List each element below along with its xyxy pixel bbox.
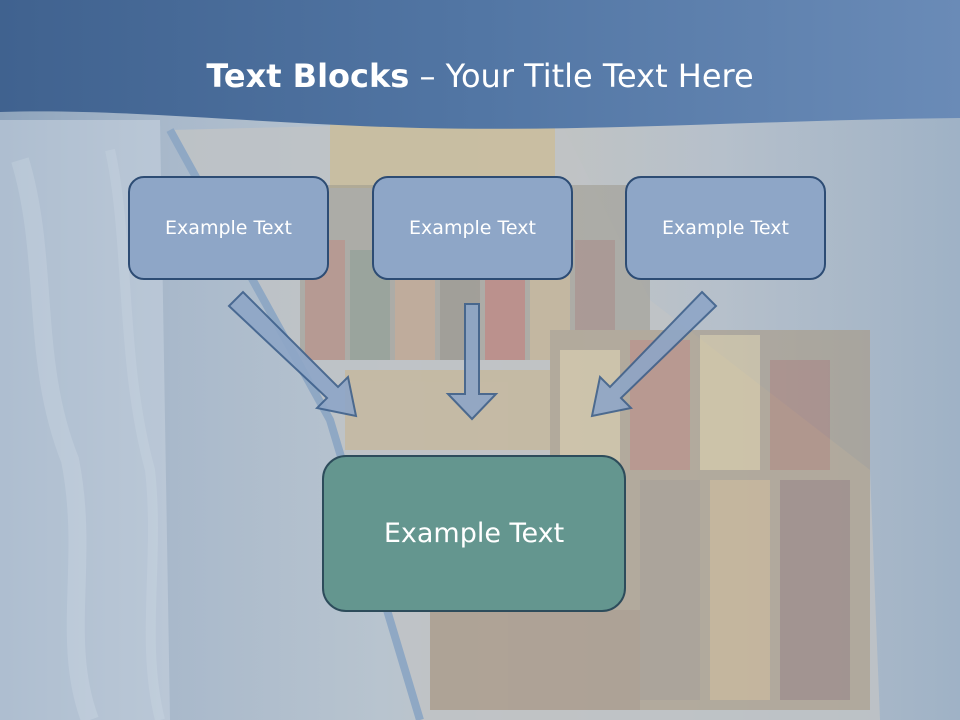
text-block-2[interactable]: Example Text xyxy=(372,176,573,280)
title-separator: – xyxy=(409,57,446,95)
title-bold: Text Blocks xyxy=(206,57,410,95)
text-block-1[interactable]: Example Text xyxy=(128,176,329,280)
text-block-3-label: Example Text xyxy=(662,217,789,239)
slide-title: Text Blocks – Your Title Text Here xyxy=(0,52,960,100)
title-rest: Your Title Text Here xyxy=(445,57,754,95)
text-block-3[interactable]: Example Text xyxy=(625,176,826,280)
target-text-block[interactable]: Example Text xyxy=(322,455,626,612)
target-text-block-label: Example Text xyxy=(383,518,565,549)
header-band xyxy=(0,0,960,129)
text-block-1-label: Example Text xyxy=(165,217,292,239)
text-block-2-label: Example Text xyxy=(409,217,536,239)
water-texture xyxy=(0,120,170,720)
